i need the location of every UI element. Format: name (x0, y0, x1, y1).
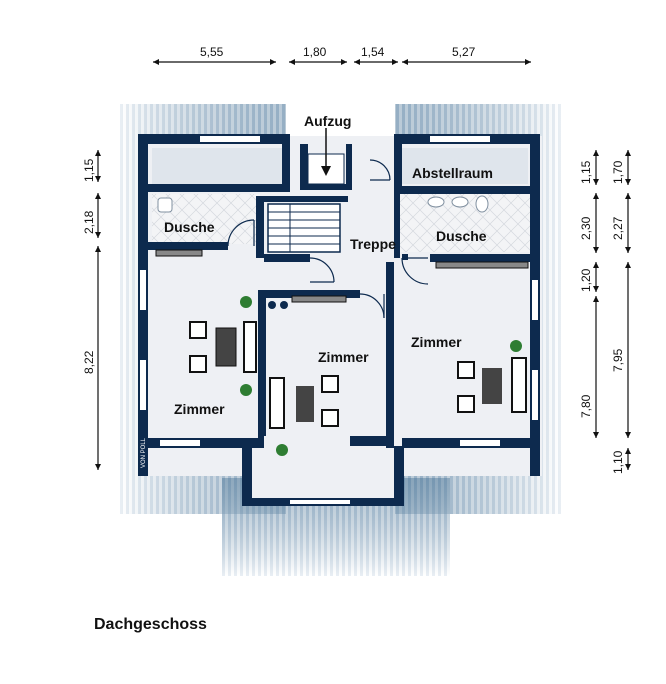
dimension-line-top (153, 59, 531, 65)
label-dusche-left: Dusche (164, 219, 215, 235)
dimension-labels-right-outer: 1,70 2,27 7,95 1,10 (611, 160, 625, 474)
dim-right-outer-1: 1,70 (611, 160, 625, 184)
label-zimmer-left: Zimmer (174, 401, 225, 417)
furniture-center-room (268, 295, 347, 429)
furniture-left-room (155, 249, 257, 373)
elevator-arrow (307, 128, 345, 185)
label-aufzug: Aufzug (304, 113, 351, 129)
dimension-labels-right-inner: 1,15 2,30 1,20 7,80 (579, 160, 593, 418)
watermark-text: VON POLL (141, 437, 147, 468)
dimension-line-left (95, 150, 101, 470)
dim-right-inner-4: 7,80 (579, 394, 593, 418)
bathroom-fixtures (157, 195, 489, 213)
dim-right-outer-4: 1,10 (611, 450, 625, 474)
label-zimmer-right: Zimmer (411, 334, 462, 350)
dimension-line-right-outer (625, 150, 631, 470)
furniture-right-room (435, 261, 529, 413)
windows (140, 136, 538, 504)
dim-left-3: 8,22 (82, 350, 96, 374)
dim-top-3: 1,54 (361, 45, 385, 59)
dimension-line-right-inner (593, 150, 599, 438)
dim-top-1: 5,55 (200, 45, 224, 59)
dim-right-outer-2: 2,27 (611, 216, 625, 240)
label-treppe: Treppe (350, 236, 396, 252)
dim-top-2: 1,80 (303, 45, 327, 59)
dimension-labels-top: 5,55 1,80 1,54 5,27 (200, 45, 476, 59)
dim-left-2: 2,18 (82, 210, 96, 234)
watermark-logo: VON POLL (138, 420, 148, 470)
room-labels: Aufzug Abstellraum Dusche Dusche Treppe … (164, 113, 493, 417)
doors (227, 159, 429, 319)
dim-right-inner-3: 1,20 (579, 268, 593, 292)
label-dusche-right: Dusche (436, 228, 487, 244)
floor-title: Dachgeschoss (94, 616, 207, 633)
dim-right-inner-1: 1,15 (579, 160, 593, 184)
staircase (267, 203, 341, 253)
dim-right-outer-3: 7,95 (611, 348, 625, 372)
dim-left-1: 1,15 (82, 158, 96, 182)
plant-icons (240, 296, 522, 456)
dim-top-4: 5,27 (452, 45, 476, 59)
label-zimmer-center: Zimmer (318, 349, 369, 365)
dimension-labels-left: 1,15 2,18 8,22 (82, 158, 96, 374)
label-abstellraum: Abstellraum (412, 165, 493, 181)
dim-right-inner-2: 2,30 (579, 216, 593, 240)
